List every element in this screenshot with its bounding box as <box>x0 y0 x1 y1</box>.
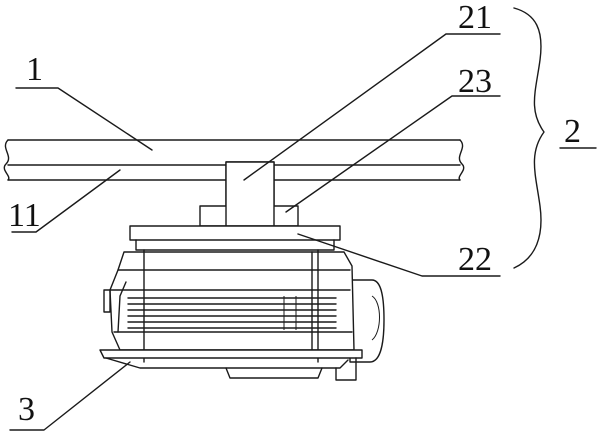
label-mount-plate: 22 <box>458 241 492 278</box>
mount-plate <box>129 225 341 251</box>
label-sliding-assembly: 2 <box>564 113 581 150</box>
label-clamp-block: 23 <box>458 63 492 100</box>
reference-labels: 1 11 2 21 23 22 3 <box>8 0 581 428</box>
label-rail-groove: 11 <box>8 197 41 234</box>
label-connector: 21 <box>458 0 492 36</box>
device-body <box>99 249 385 381</box>
label-device: 3 <box>18 391 35 428</box>
leader-lines <box>9 33 597 431</box>
assembly-brace <box>513 7 545 269</box>
label-rail: 1 <box>26 51 43 88</box>
clamp-block <box>199 161 299 227</box>
